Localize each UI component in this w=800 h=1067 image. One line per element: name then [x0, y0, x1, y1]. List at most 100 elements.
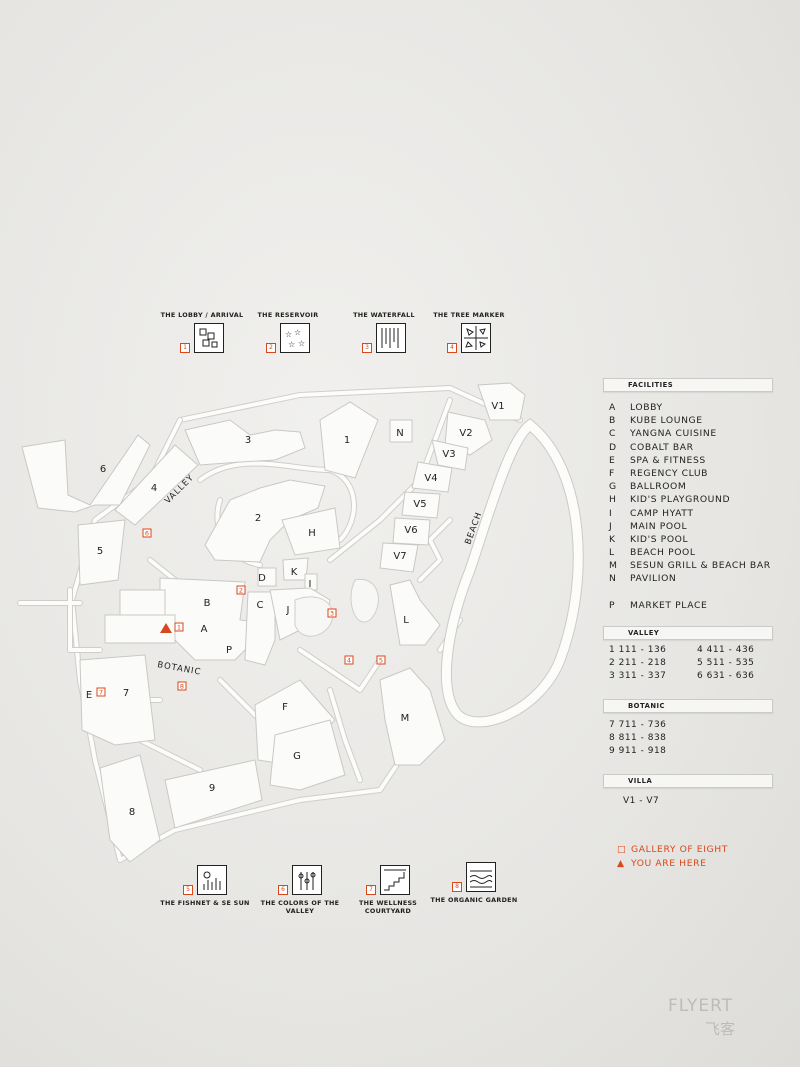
gallery-bottom-5: 5 THE FISHNET & SE SUN — [160, 861, 250, 907]
building-5 — [77, 519, 126, 586]
building-9 — [164, 759, 263, 829]
building-m — [379, 667, 446, 766]
gallery-number: 8 — [452, 882, 462, 892]
label-7: 7 — [123, 688, 129, 699]
villa-v1 — [477, 382, 526, 421]
villa-header: VILLA — [603, 774, 773, 788]
gallery-bottom-8: 8 THE ORGANIC GARDEN — [429, 858, 519, 904]
svg-text:8: 8 — [180, 683, 184, 691]
map-marker-5: 5 — [376, 655, 386, 665]
map-marker-6: 6 — [142, 528, 152, 538]
gallery-title: THE COLORS OF THE VALLEY — [260, 899, 340, 915]
label-g: G — [293, 751, 301, 762]
svg-text:4: 4 — [347, 657, 351, 665]
label-4: 4 — [151, 483, 157, 494]
villa-row: V1 - V7 — [623, 796, 660, 806]
main-pool — [294, 596, 333, 637]
label-d: D — [258, 573, 266, 584]
map-gallery-markers: 6 2 1 3 4 5 8 7 — [96, 528, 386, 697]
label-3: 3 — [245, 435, 251, 446]
svg-text:7: 7 — [99, 689, 103, 697]
villa-v7 — [379, 542, 419, 573]
botanic-header: BOTANIC — [603, 699, 773, 713]
facilities-header: FACILITIES — [603, 378, 773, 392]
map-marker-7: 7 — [96, 687, 106, 697]
building-2 — [204, 479, 326, 563]
watermark: FLYERT — [668, 996, 734, 1016]
svg-text:☆: ☆ — [298, 339, 305, 348]
label-m: M — [401, 713, 410, 724]
gallery-title: THE WELLNESS COURTYARD — [358, 899, 418, 915]
organic-garden-icon — [466, 862, 496, 892]
villa-list: V1 - V7 — [603, 795, 773, 808]
svg-text:5: 5 — [379, 657, 383, 665]
gallery-key-row: □GALLERY OF EIGHT — [617, 844, 728, 855]
svg-text:☆: ☆ — [288, 340, 295, 349]
building-3 — [184, 419, 306, 466]
label-e: E — [86, 690, 92, 701]
label-2: 2 — [255, 513, 261, 524]
gallery-number: 1 — [180, 343, 190, 353]
svg-text:☆: ☆ — [285, 330, 292, 339]
label-a: A — [201, 624, 208, 635]
label-6: 6 — [100, 464, 106, 475]
building-l — [389, 579, 441, 646]
lobby-annex — [119, 589, 166, 616]
label-v1: V1 — [491, 401, 504, 412]
gallery-title: THE WATERFALL — [353, 311, 415, 319]
colors-valley-icon — [292, 865, 322, 895]
gallery-number: 6 — [278, 885, 288, 895]
gallery-title: THE TREE MARKER — [433, 311, 505, 319]
building-e-7 — [79, 654, 156, 746]
villa-v2 — [444, 411, 493, 456]
botanic-row: 9 911 - 918 — [609, 746, 667, 756]
facility-row-spacer — [603, 586, 773, 599]
building-4 — [114, 444, 199, 526]
gallery-title: THE RESERVOIR — [257, 311, 319, 319]
map-marker-1: 1 — [174, 622, 184, 632]
gallery-top-1: THE LOBBY / ARRIVAL 1 — [157, 311, 247, 357]
villa-v5 — [401, 491, 441, 519]
gallery-number: 3 — [362, 343, 372, 353]
label-v7: V7 — [393, 551, 406, 562]
building-g — [269, 719, 346, 791]
gallery-title: THE ORGANIC GARDEN — [430, 896, 518, 904]
building-d — [257, 567, 277, 587]
map-marker-4: 4 — [344, 655, 354, 665]
label-v2: V2 — [459, 428, 472, 439]
label-8: 8 — [129, 807, 135, 818]
you-are-here-icon: ▲ — [617, 858, 625, 869]
you-are-here-triangle — [160, 623, 172, 633]
label-5: 5 — [97, 546, 103, 557]
gallery-title: THE LOBBY / ARRIVAL — [160, 311, 244, 319]
gallery-top-4: THE TREE MARKER 4 — [424, 311, 514, 357]
fishnet-sun-icon — [197, 865, 227, 895]
label-1: 1 — [344, 435, 350, 446]
lobby-squares-icon — [194, 323, 224, 353]
tree-marker-icon — [461, 323, 491, 353]
valley-header: VALLEY — [603, 626, 773, 640]
building-6 — [21, 434, 151, 513]
label-9: 9 — [209, 783, 215, 794]
botanic-row: 7 711 - 736 — [609, 720, 667, 730]
map-marker-8: 8 — [177, 681, 187, 691]
building-n — [389, 419, 413, 443]
villa-v3 — [431, 439, 469, 471]
area-label-botanic: BOTANIC — [156, 660, 202, 678]
gallery-number: 4 — [447, 343, 457, 353]
waterfall-lines-icon — [376, 323, 406, 353]
label-b: B — [204, 598, 211, 609]
label-j: J — [286, 605, 290, 616]
building-1 — [319, 401, 379, 479]
